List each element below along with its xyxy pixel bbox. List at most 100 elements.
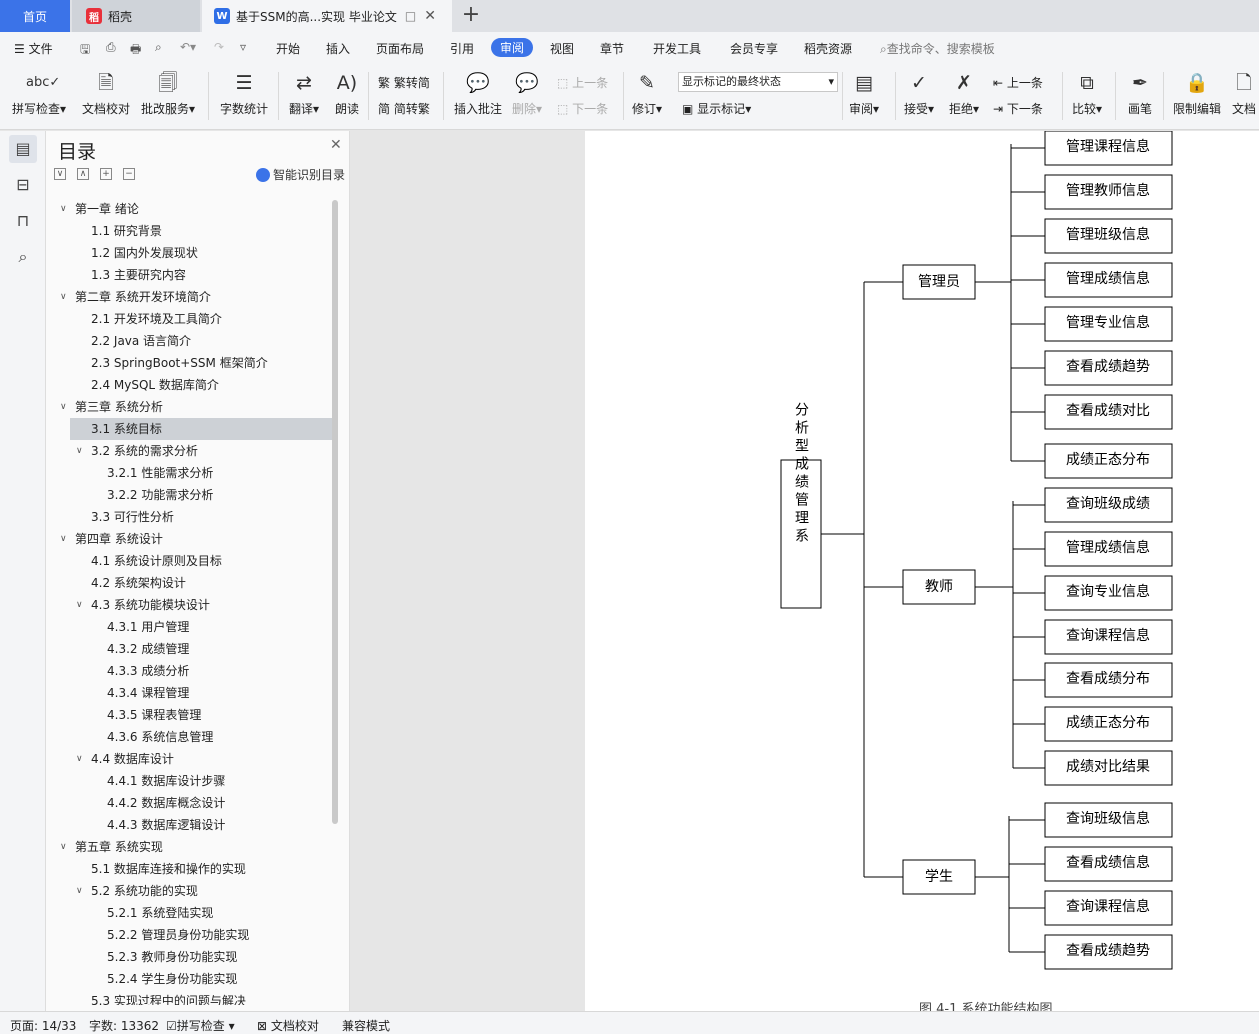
- restrict-edit-button[interactable]: 🔒限制编辑: [1173, 70, 1221, 117]
- toc-item[interactable]: 4.3.2 成绩管理: [46, 638, 332, 660]
- word-count-status[interactable]: 字数: 13362: [89, 1019, 160, 1033]
- compare-button[interactable]: ⧉比较▾: [1072, 72, 1103, 116]
- page-indicator[interactable]: 页面: 14/33: [10, 1019, 77, 1033]
- toc-item[interactable]: 1.3 主要研究内容: [46, 264, 332, 286]
- tab-close-icon[interactable]: ✕: [424, 8, 436, 24]
- toc-item[interactable]: 1.2 国内外发展现状: [46, 242, 332, 264]
- spell-check-status[interactable]: ☑拼写检查 ▾: [166, 1019, 235, 1033]
- review-pane-button[interactable]: ▤审阅▾: [849, 72, 880, 116]
- doc-proof-button[interactable]: 🗎文档校对: [82, 70, 130, 117]
- redo-icon[interactable]: ↷: [214, 40, 225, 54]
- menu-member[interactable]: 会员专享: [730, 42, 779, 56]
- toc-item[interactable]: 3.2.2 功能需求分析: [46, 484, 332, 506]
- toc-item[interactable]: 3.1 系统目标: [70, 418, 332, 440]
- menu-dev-tools[interactable]: 开发工具: [653, 42, 702, 56]
- next-comment-button[interactable]: ⬚ 下一条: [557, 100, 608, 117]
- word-count-button[interactable]: ☰字数统计: [220, 70, 268, 117]
- track-changes-button[interactable]: ✎修订▾: [632, 72, 663, 116]
- menu-view[interactable]: 视图: [550, 42, 575, 56]
- menu-page-layout[interactable]: 页面布局: [376, 42, 425, 56]
- menu-insert[interactable]: 插入: [326, 42, 351, 56]
- toc-pane-icon[interactable]: ▤: [9, 135, 37, 163]
- spell-check-button[interactable]: abc✓拼写检查▾: [12, 70, 66, 117]
- toc-item[interactable]: 5.2.1 系统登陆实现: [46, 902, 332, 924]
- structure-pane-icon[interactable]: ⊟: [16, 175, 30, 194]
- chevron-down-icon[interactable]: ∨: [60, 402, 67, 412]
- document-page[interactable]: 分析型成绩管理系管理员管理课程信息管理教师信息管理班级信息管理成绩信息管理专业信…: [585, 131, 1259, 1011]
- menu-review[interactable]: 审阅: [491, 38, 534, 57]
- toc-item[interactable]: 5.3 实现过程中的问题与解决: [46, 990, 332, 1005]
- window-restore-icon[interactable]: □: [404, 9, 417, 23]
- document-area[interactable]: 分析型成绩管理系管理员管理课程信息管理教师信息管理班级信息管理成绩信息管理专业信…: [351, 131, 1259, 1011]
- simp-to-trad-button[interactable]: 简 简转繁: [378, 100, 430, 117]
- expand-all-icon[interactable]: ∨: [54, 168, 66, 180]
- reject-button[interactable]: ✗拒绝▾: [949, 72, 980, 116]
- command-search[interactable]: ⌕查找命令、搜索模板: [880, 40, 995, 57]
- smart-toc-button[interactable]: 智能识别目录: [256, 166, 345, 183]
- markup-state-select[interactable]: 显示标记的最终状态▾: [678, 72, 838, 92]
- chevron-down-icon[interactable]: ∨: [60, 534, 67, 544]
- toc-item[interactable]: 4.4.1 数据库设计步骤: [46, 770, 332, 792]
- find-icon[interactable]: ⌕: [18, 247, 28, 266]
- next-change-button[interactable]: ⇥ 下一条: [993, 100, 1043, 117]
- toc-item[interactable]: 4.3.4 课程管理: [46, 682, 332, 704]
- prev-change-button[interactable]: ⇤ 上一条: [993, 74, 1043, 91]
- pen-button[interactable]: ✒画笔: [1127, 70, 1153, 117]
- menu-start[interactable]: 开始: [276, 42, 301, 56]
- toc-item[interactable]: 2.2 Java 语言简介: [46, 330, 332, 352]
- menu-chapter[interactable]: 章节: [600, 42, 625, 56]
- toc-item[interactable]: 3.2.1 性能需求分析: [46, 462, 332, 484]
- tab-document[interactable]: W 基于SSM的高...实现 毕业论文 □ ✕: [202, 0, 452, 32]
- close-icon[interactable]: ✕: [330, 137, 342, 153]
- toc-item[interactable]: 4.2 系统架构设计: [46, 572, 332, 594]
- toc-scrollbar[interactable]: [332, 200, 338, 824]
- delete-comment-button[interactable]: 💬删除▾: [512, 72, 543, 116]
- print-icon[interactable]: 🖶: [130, 42, 142, 56]
- chevron-down-icon[interactable]: ∨: [76, 754, 83, 764]
- toc-item[interactable]: 5.2.4 学生身份功能实现: [46, 968, 332, 990]
- trad-to-simp-button[interactable]: 繁 繁转简: [378, 74, 430, 91]
- toc-item[interactable]: 5.2.3 教师身份功能实现: [46, 946, 332, 968]
- undo-icon[interactable]: ↶▾: [180, 40, 197, 54]
- quick-save-icon[interactable]: 🖫: [80, 42, 91, 56]
- insert-comment-button[interactable]: 💬插入批注: [454, 70, 502, 117]
- show-markup-button[interactable]: ▣ 显示标记▾: [682, 102, 752, 116]
- toc-item[interactable]: 2.3 SpringBoot+SSM 框架简介: [46, 352, 332, 374]
- print-preview-icon[interactable]: ⌕: [155, 40, 162, 54]
- remove-heading-icon[interactable]: −: [123, 168, 135, 180]
- toc-item[interactable]: 2.4 MySQL 数据库简介: [46, 374, 332, 396]
- batch-service-button[interactable]: 🗐批改服务▾: [141, 72, 196, 116]
- toc-item[interactable]: 4.4.2 数据库概念设计: [46, 792, 332, 814]
- chevron-down-icon[interactable]: ∨: [60, 204, 67, 214]
- tab-docer[interactable]: 稻 稻壳: [72, 0, 200, 32]
- chevron-down-icon[interactable]: ∨: [76, 600, 83, 610]
- toc-item[interactable]: ∨第二章 系统开发环境简介: [46, 286, 332, 308]
- toc-item[interactable]: ∨第三章 系统分析: [46, 396, 332, 418]
- chevron-down-icon[interactable]: ∨: [76, 886, 83, 896]
- read-aloud-button[interactable]: A)朗读: [334, 70, 360, 117]
- toc-item[interactable]: ∨3.2 系统的需求分析: [46, 440, 332, 462]
- menu-docer-resources[interactable]: 稻壳资源: [804, 42, 853, 56]
- bookmark-icon[interactable]: ⊓: [16, 211, 30, 230]
- add-heading-icon[interactable]: +: [100, 168, 112, 180]
- toc-item[interactable]: 4.3.3 成绩分析: [46, 660, 332, 682]
- doc-rights-button[interactable]: 🗋文档: [1231, 70, 1257, 117]
- export-pdf-icon[interactable]: ⎙: [106, 40, 116, 54]
- chevron-down-icon[interactable]: ∨: [60, 842, 67, 852]
- toc-item[interactable]: 4.3.1 用户管理: [46, 616, 332, 638]
- customize-icon[interactable]: ▿: [240, 40, 247, 54]
- toc-item[interactable]: 5.2.2 管理员身份功能实现: [46, 924, 332, 946]
- chevron-down-icon[interactable]: ∨: [76, 446, 83, 456]
- toc-item[interactable]: 4.3.5 课程表管理: [46, 704, 332, 726]
- doc-proof-status[interactable]: ⊠ 文档校对: [257, 1017, 319, 1034]
- toc-item[interactable]: 5.1 数据库连接和操作的实现: [46, 858, 332, 880]
- prev-comment-button[interactable]: ⬚ 上一条: [557, 74, 608, 91]
- chevron-down-icon[interactable]: ∨: [60, 292, 67, 302]
- toc-item[interactable]: ∨第四章 系统设计: [46, 528, 332, 550]
- toc-item[interactable]: ∨4.3 系统功能模块设计: [46, 594, 332, 616]
- tab-home[interactable]: 首页: [0, 0, 70, 32]
- toc-item[interactable]: 1.1 研究背景: [46, 220, 332, 242]
- toc-item[interactable]: ∨第五章 系统实现: [46, 836, 332, 858]
- accept-button[interactable]: ✓接受▾: [904, 72, 935, 116]
- toc-item[interactable]: 4.1 系统设计原则及目标: [46, 550, 332, 572]
